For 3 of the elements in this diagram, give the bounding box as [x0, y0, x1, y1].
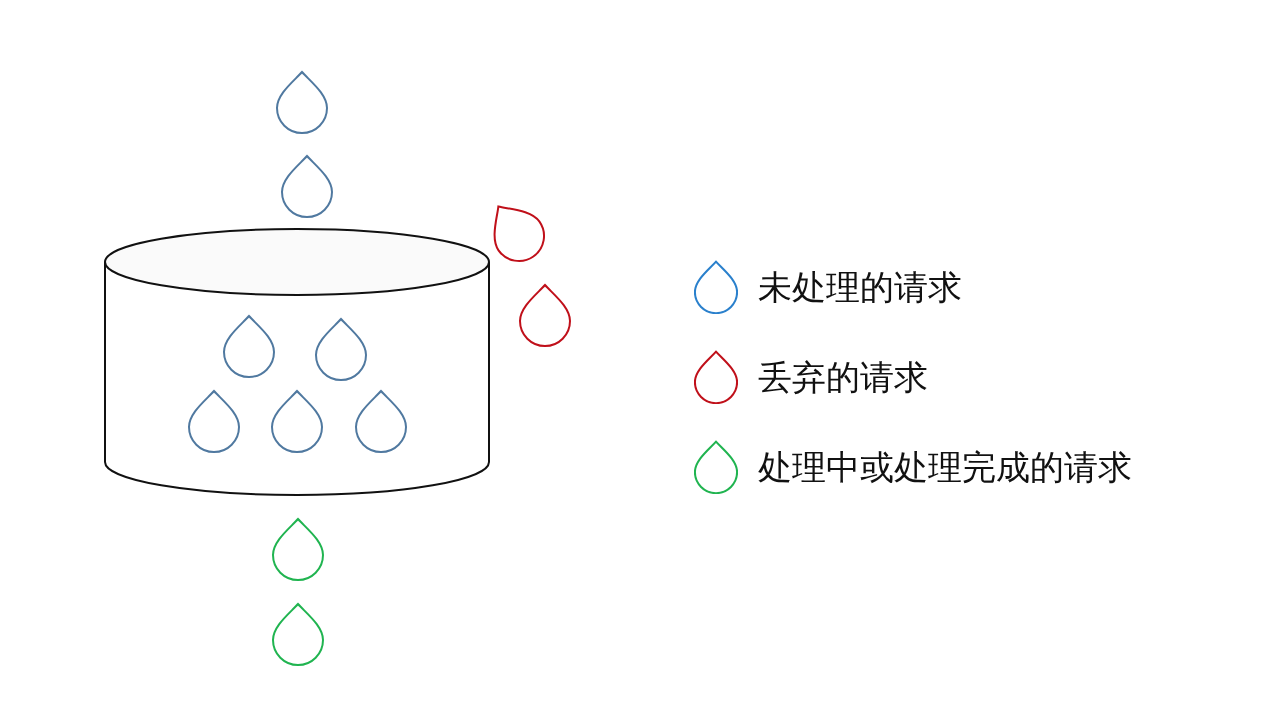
legend-label: 未处理的请求: [758, 265, 962, 309]
legend-label: 处理中或处理完成的请求: [758, 445, 1132, 489]
legend-label: 丢弃的请求: [758, 355, 928, 399]
